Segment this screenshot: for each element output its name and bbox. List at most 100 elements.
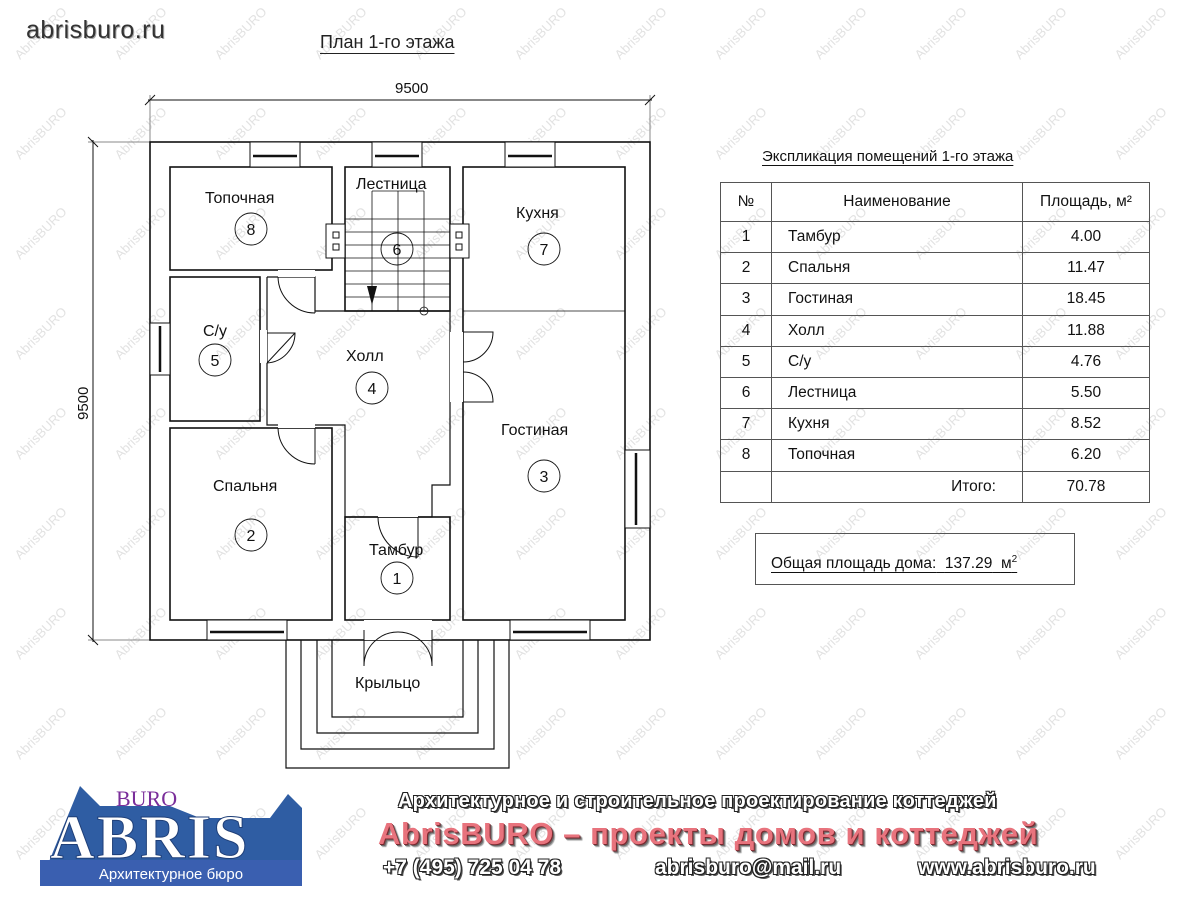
watermark-text: AbrisBURO	[1112, 604, 1170, 662]
room-3-label: Гостиная	[501, 422, 568, 439]
doors	[260, 270, 494, 667]
watermark-text: AbrisBURO	[912, 704, 970, 762]
window-top-2	[371, 141, 423, 168]
row-area: 8.52	[1022, 408, 1150, 441]
row-name: С/у	[771, 345, 1023, 378]
row-name: Гостиная	[771, 283, 1023, 316]
room-5-label: С/у	[203, 323, 227, 340]
logo-roof-shape	[48, 786, 302, 864]
room-1-number: 1	[393, 571, 402, 588]
window-right	[624, 449, 651, 529]
chimney-right	[449, 223, 470, 259]
table-header-row: № Наименование Площадь, м²	[720, 182, 1150, 222]
house-total-value: 137.29	[944, 555, 993, 573]
row-num: 8	[720, 439, 772, 472]
row-num: 5	[720, 345, 772, 378]
room-1-outline	[344, 516, 451, 621]
watermark-text: AbrisBURO	[1112, 4, 1170, 62]
room-2-number: 2	[247, 528, 256, 545]
watermark-text: AbrisBURO	[1012, 704, 1070, 762]
room-5-number: 5	[211, 353, 220, 370]
watermark-text: AbrisBURO	[712, 104, 770, 162]
row-name: Кухня	[771, 408, 1023, 441]
total-empty-cell	[720, 470, 772, 503]
site-url: abrisburo.ru	[26, 16, 166, 44]
watermark-text: AbrisBURO	[712, 604, 770, 662]
room-6-label: Лестница	[356, 176, 427, 193]
total-label: Итого:	[771, 470, 1023, 503]
chimney-left	[325, 223, 346, 259]
room-7-3-outline	[462, 166, 626, 621]
room-number-circles	[198, 212, 561, 595]
watermark-text: AbrisBURO	[912, 604, 970, 662]
room-2-outline	[169, 427, 333, 621]
window-bottom-1	[206, 619, 288, 641]
row-num: 6	[720, 376, 772, 410]
house-total-label: Общая площадь дома:	[771, 555, 937, 573]
footer-website[interactable]: www.abrisburo.ru	[918, 856, 1096, 879]
stair-end-marker	[419, 306, 429, 316]
row-name: Спальня	[771, 252, 1023, 285]
row-area: 11.88	[1022, 314, 1150, 347]
row-area: 4.00	[1022, 220, 1150, 254]
dimension-width	[144, 94, 656, 150]
room-4-number: 4	[368, 381, 377, 398]
dimension-width-label: 9500	[395, 80, 428, 97]
windows	[149, 141, 651, 641]
house-total-box: Общая площадь дома: 137.29 м2	[755, 533, 1075, 585]
footer-email[interactable]: abrisburo@mail.ru	[655, 856, 842, 879]
room-5-outline	[169, 276, 261, 422]
header-num: №	[720, 182, 772, 222]
window-top-3	[504, 141, 556, 168]
window-top-1	[249, 141, 301, 168]
house-total-unit-sup: 2	[1011, 554, 1018, 565]
watermark-text: AbrisBURO	[1012, 4, 1070, 62]
watermark-text: AbrisBURO	[812, 4, 870, 62]
watermark-text: AbrisBURO	[1112, 804, 1170, 862]
total-value: 70.78	[1022, 470, 1150, 503]
porch-steps	[285, 640, 510, 769]
room-2-label: Спальня	[213, 478, 277, 495]
logo-subtitle: Архитектурное бюро	[99, 866, 243, 883]
row-name: Тамбур	[771, 220, 1023, 254]
row-num: 3	[720, 283, 772, 316]
watermark-text: AbrisBURO	[1012, 604, 1070, 662]
watermark-text: AbrisBURO	[1012, 104, 1070, 162]
row-area: 5.50	[1022, 376, 1150, 410]
room-3-number: 3	[540, 469, 549, 486]
window-bottom-2	[509, 619, 591, 641]
watermark-text: AbrisBURO	[1112, 704, 1170, 762]
watermark-text: AbrisBURO	[1112, 504, 1170, 562]
house-total-unit: м	[1000, 555, 1012, 573]
room-7-number: 7	[540, 242, 549, 259]
room-8-outline	[169, 166, 333, 271]
row-num: 1	[720, 220, 772, 254]
watermark-text: AbrisBURO	[712, 4, 770, 62]
row-name: Топочная	[771, 439, 1023, 472]
porch-label: Крыльцо	[355, 675, 420, 692]
row-area: 4.76	[1022, 345, 1150, 378]
row-num: 4	[720, 314, 772, 347]
row-area: 18.45	[1022, 283, 1150, 316]
watermark-text: AbrisBURO	[812, 704, 870, 762]
stair-direction-arrow	[367, 286, 377, 305]
abris-logo: BURO ABRIS Архитектурное бюро	[40, 786, 302, 886]
dimension-height-label: 9500	[75, 387, 92, 420]
header-name: Наименование	[771, 182, 1023, 222]
room-1-label: Тамбур	[369, 542, 423, 559]
watermark-text: AbrisBURO	[812, 604, 870, 662]
watermark-text: AbrisBURO	[712, 704, 770, 762]
floor-plan: 9500 9500	[75, 80, 656, 769]
room-8-label: Топочная	[205, 190, 274, 207]
footer-phone[interactable]: +7 (495) 725 04 78	[383, 856, 562, 879]
table-total-row: Итого: 70.78	[720, 470, 1150, 503]
